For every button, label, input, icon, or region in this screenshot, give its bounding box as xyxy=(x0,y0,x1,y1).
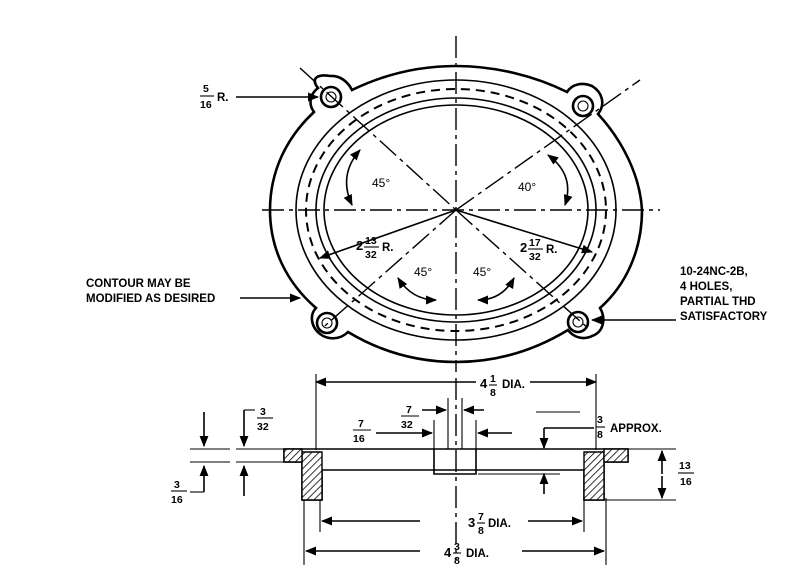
dim-7-16: 7 16 xyxy=(353,418,512,449)
angle-label-bottom-left: 45° xyxy=(414,265,432,279)
angle-label-top-right: 40° xyxy=(518,180,536,194)
svg-text:13: 13 xyxy=(679,460,691,472)
svg-text:1: 1 xyxy=(490,373,496,385)
svg-text:7: 7 xyxy=(358,418,364,430)
svg-text:8: 8 xyxy=(478,525,484,537)
svg-text:DIA.: DIA. xyxy=(488,518,511,530)
svg-text:MODIFIED AS DESIRED: MODIFIED AS DESIRED xyxy=(86,293,215,305)
svg-text:4 HOLES,: 4 HOLES, xyxy=(680,281,732,293)
section-view: 4 1 8 DIA. 7 32 7 16 xyxy=(171,373,694,567)
angle-label-bottom-right: 45° xyxy=(473,265,491,279)
hole-top-right xyxy=(571,94,595,118)
svg-text:32: 32 xyxy=(365,249,377,261)
svg-text:3: 3 xyxy=(174,479,180,491)
svg-text:4: 4 xyxy=(480,376,488,391)
svg-text:16: 16 xyxy=(353,433,365,445)
angle-label-top-left: 45° xyxy=(372,176,390,190)
svg-text:8: 8 xyxy=(490,387,496,399)
svg-text:5: 5 xyxy=(203,83,209,95)
dim-7-32: 7 32 xyxy=(401,398,484,449)
svg-text:3: 3 xyxy=(597,414,603,426)
corner-radius-callout: 5 16 R. xyxy=(200,83,320,111)
svg-text:17: 17 xyxy=(529,237,541,249)
dim-dia-bottom: 4 3 8 DIA. xyxy=(304,541,606,567)
svg-text:SATISFACTORY: SATISFACTORY xyxy=(680,311,768,323)
hole-bottom-right xyxy=(566,310,590,334)
holes-note: 10-24NC-2B, 4 HOLES, PARTIAL THD SATISFA… xyxy=(590,266,768,325)
svg-text:16: 16 xyxy=(200,99,212,111)
plan-view: 45° 40° 45° 45° 2 13 32 R. 2 17 32 R. 5 … xyxy=(86,36,768,372)
hatch-right-wall xyxy=(583,451,605,501)
svg-text:R.: R. xyxy=(382,242,394,254)
radius-leader-right xyxy=(455,209,594,254)
svg-text:7: 7 xyxy=(478,511,484,523)
svg-text:32: 32 xyxy=(257,421,269,433)
svg-text:CONTOUR MAY BE: CONTOUR MAY BE xyxy=(86,278,191,290)
dim-dia-mid: 3 7 8 DIA. xyxy=(320,511,584,537)
angle-arc-bottom-left xyxy=(397,277,438,305)
contour-note: CONTOUR MAY BE MODIFIED AS DESIRED xyxy=(86,278,302,305)
dim-height: 13 16 xyxy=(604,448,694,501)
angle-arc-top-right xyxy=(547,154,573,207)
centerline-diag-right xyxy=(455,79,641,211)
svg-text:R.: R. xyxy=(217,92,229,104)
hatch-left-wall xyxy=(301,451,323,501)
dim-3-16: 3 16 xyxy=(171,412,230,506)
svg-text:16: 16 xyxy=(680,476,692,488)
svg-text:DIA.: DIA. xyxy=(502,379,525,391)
svg-text:8: 8 xyxy=(597,429,603,441)
hole-top-left xyxy=(319,85,343,109)
svg-text:32: 32 xyxy=(529,251,541,263)
svg-text:3: 3 xyxy=(468,515,475,530)
angle-arc-bottom-right xyxy=(476,277,515,305)
svg-text:7: 7 xyxy=(406,404,412,416)
svg-text:R.: R. xyxy=(546,244,558,256)
svg-text:DIA.: DIA. xyxy=(466,548,489,560)
hole-bottom-left xyxy=(315,311,339,335)
svg-text:2: 2 xyxy=(356,238,363,253)
svg-text:3: 3 xyxy=(454,541,460,553)
dim-approx: 3 8 APPROX. xyxy=(478,411,662,494)
dim-3-32: 3 32 xyxy=(236,406,284,496)
svg-text:PARTIAL THD: PARTIAL THD xyxy=(680,296,756,308)
svg-text:16: 16 xyxy=(171,494,183,506)
svg-text:4: 4 xyxy=(444,545,452,560)
dim-dia-top: 4 1 8 DIA. xyxy=(314,373,598,399)
radius-leader-left xyxy=(318,209,457,259)
svg-text:8: 8 xyxy=(454,555,460,567)
svg-text:13: 13 xyxy=(365,235,377,247)
svg-text:10-24NC-2B,: 10-24NC-2B, xyxy=(680,266,748,278)
svg-text:2: 2 xyxy=(520,240,527,255)
radius-label-left: 2 13 32 R. xyxy=(356,235,394,261)
radius-label-right: 2 17 32 R. xyxy=(520,237,558,263)
svg-text:3: 3 xyxy=(260,406,266,418)
angle-arc-top-left xyxy=(343,149,361,207)
svg-text:32: 32 xyxy=(401,419,413,431)
svg-text:APPROX.: APPROX. xyxy=(610,423,662,435)
